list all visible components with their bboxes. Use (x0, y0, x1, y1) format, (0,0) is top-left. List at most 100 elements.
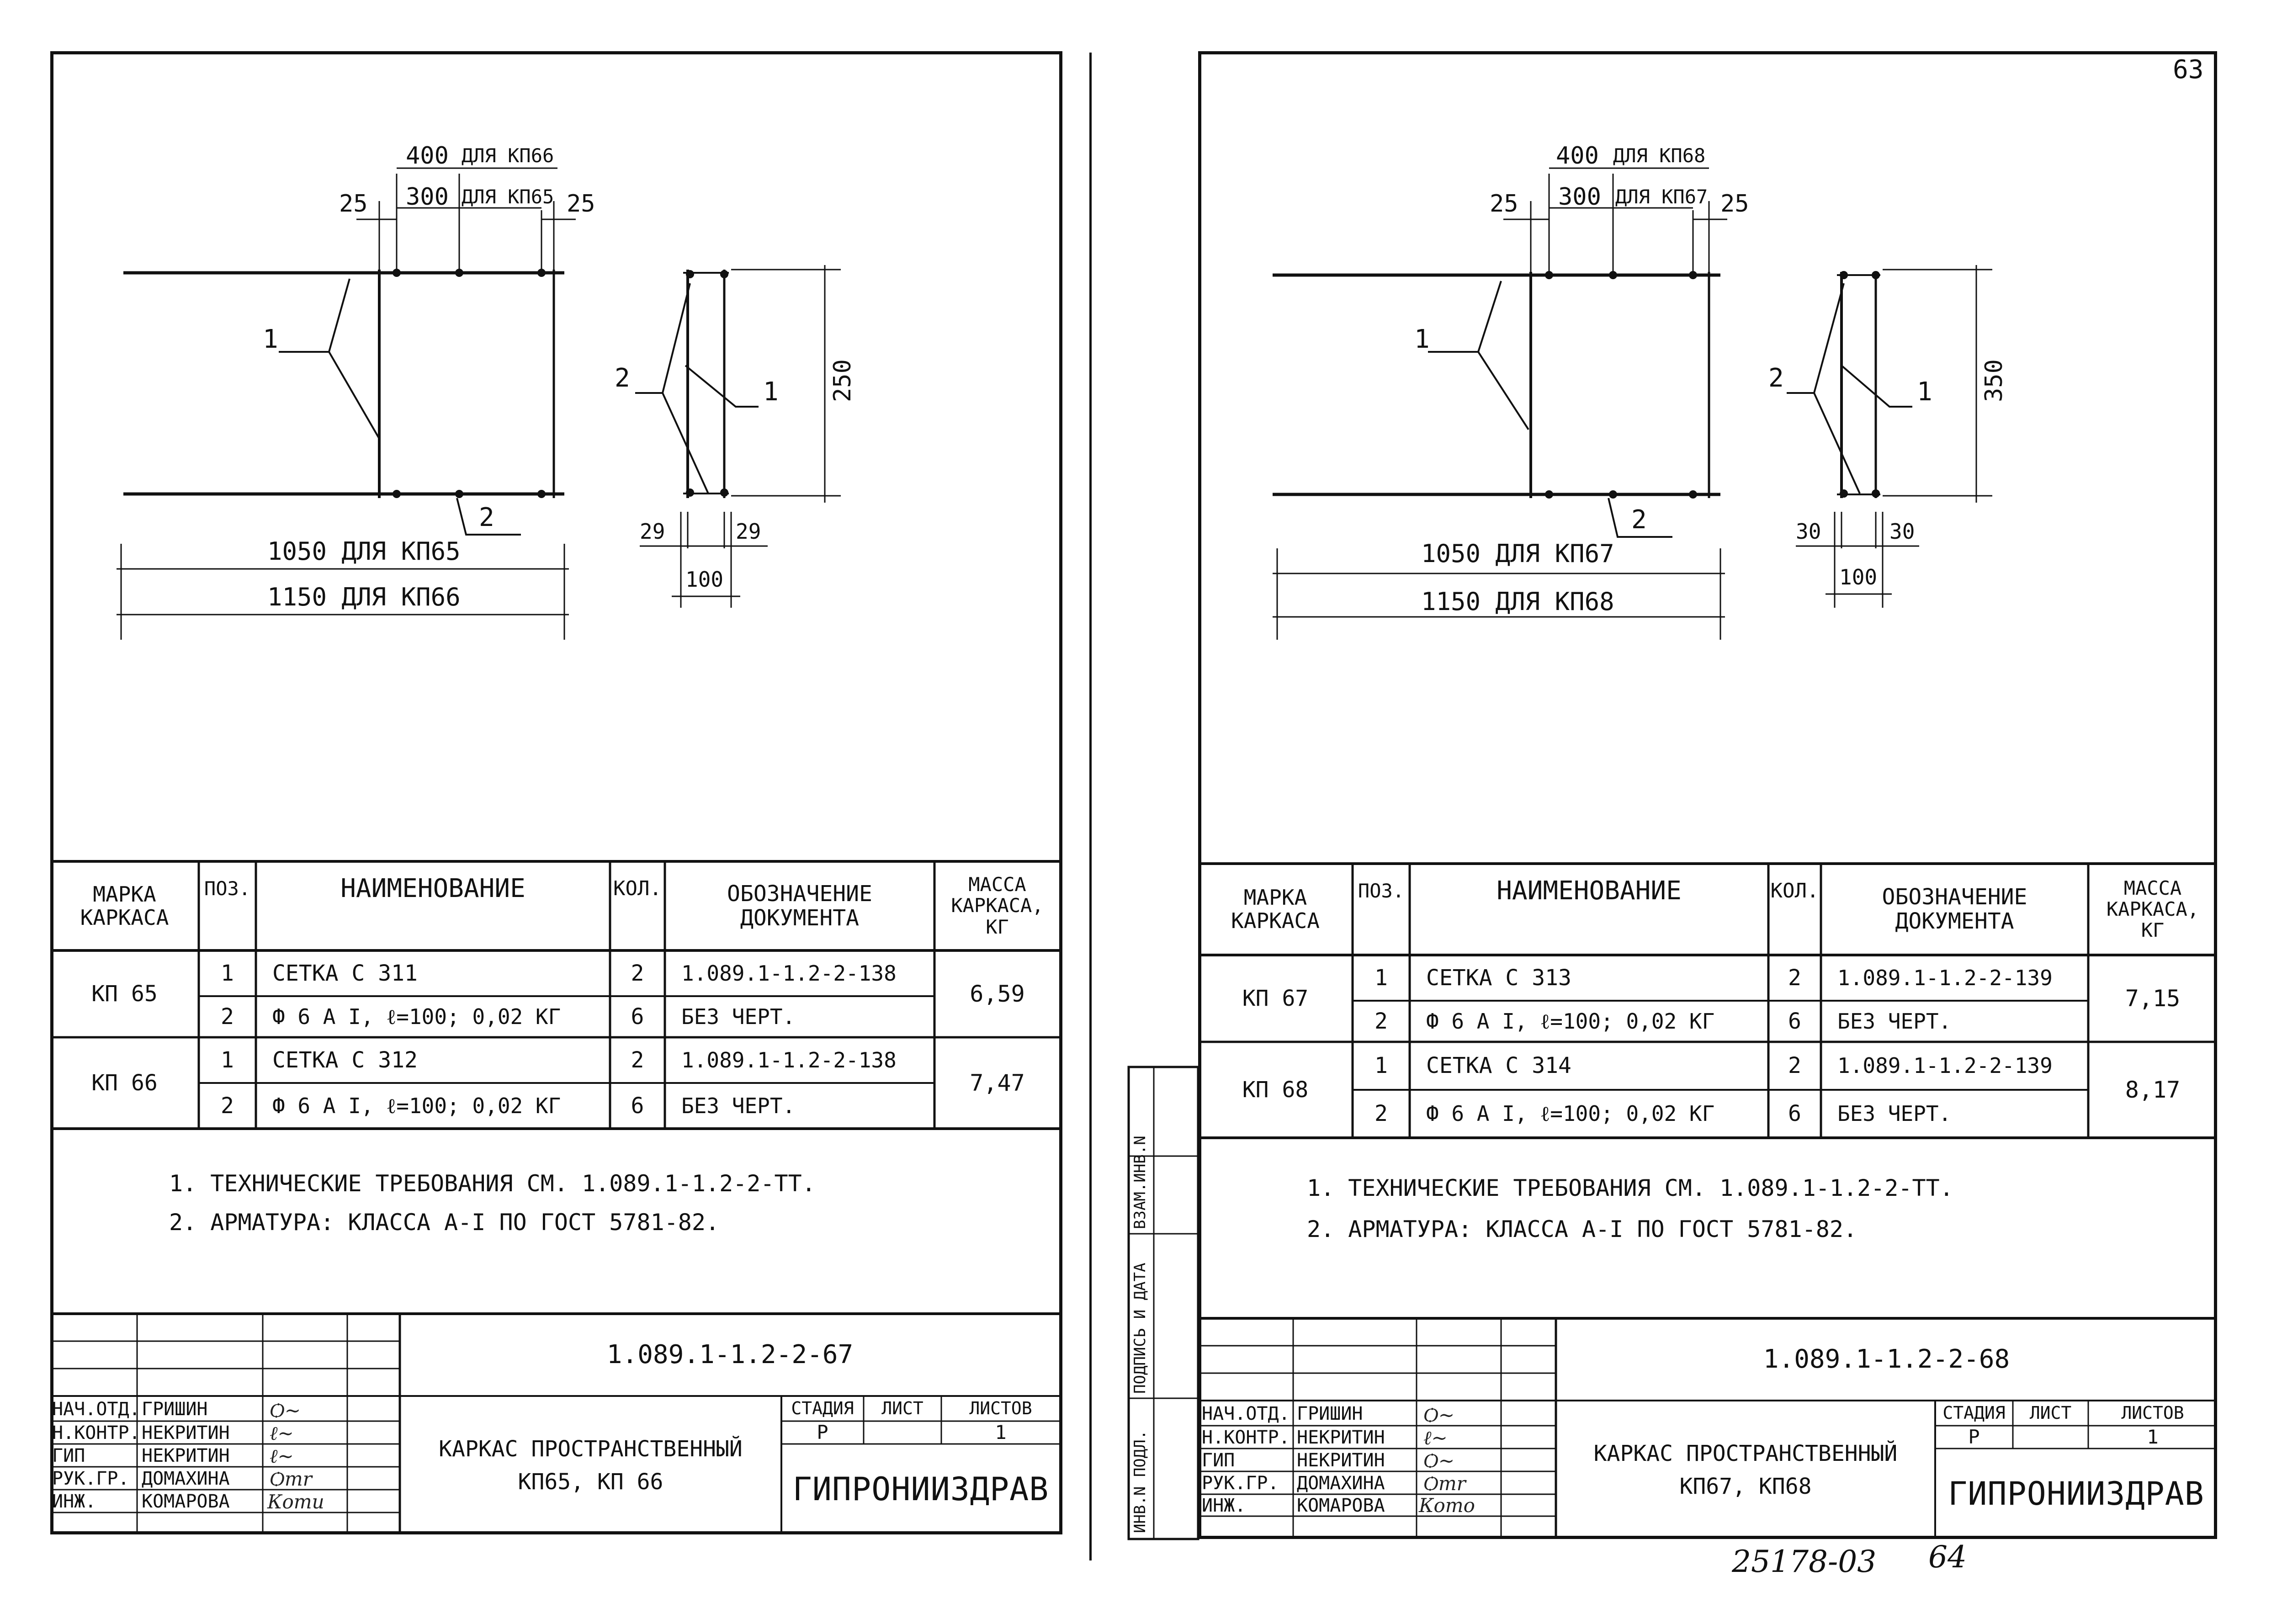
dim-side-right: 29 (736, 519, 761, 544)
spec-mark: КП 66 (91, 1070, 158, 1096)
tb-stage: Р (817, 1421, 828, 1444)
tb-signature: Ѻ~ (1423, 1404, 1455, 1426)
spec-name: Ф 6 A I, ℓ=100; 0,02 КГ (272, 1093, 561, 1118)
tb-signature: Кomo (1419, 1494, 1475, 1517)
spec-name: СЕТКА С 312 (272, 1047, 418, 1073)
side-stamp-signature: ПОДПИСЬ И ДАТА (1131, 1263, 1149, 1394)
tb-name: ДОМАХИНА (1297, 1473, 1385, 1494)
tb-role: ГИП (52, 1445, 85, 1466)
tb-name: ГРИШИН (142, 1399, 208, 1420)
spec-header-qty: КОЛ. (613, 876, 662, 900)
tb-role: Н.КОНТР. (52, 1422, 140, 1444)
page-number: 63 (2173, 55, 2204, 85)
spec-name: Ф 6 A I, ℓ=100; 0,02 КГ (1426, 1008, 1715, 1034)
archive-page: 64 (1928, 1539, 1967, 1575)
tb-name: КОМАРОВА (1297, 1495, 1385, 1516)
tb-sheet (2013, 1426, 2088, 1449)
spec-name: Ф 6 A I, ℓ=100; 0,02 КГ (1426, 1101, 1715, 1126)
spec-header-doc: ОБОЗНАЧЕНИЕ ДОКУМЕНТА (727, 881, 872, 931)
spec-name: Ф 6 A I, ℓ=100; 0,02 КГ (272, 1004, 561, 1029)
spec-header-name: НАИМЕНОВАНИЕ (340, 874, 525, 904)
note-2: 2. АРМАТУРА: КЛАССА А-I ПО ГОСТ 5781-82. (169, 1209, 720, 1236)
dim-400: 400 (1556, 142, 1599, 170)
spec-name: СЕТКА С 311 (272, 960, 418, 986)
spec-header-mark: МАРКА КАРКАСА (80, 881, 169, 930)
spec-mark: КП 67 (1242, 985, 1309, 1011)
dim-300: 300 (1558, 183, 1601, 211)
spec-qty: 2 (1788, 1053, 1801, 1079)
spec-doc: 1.089.1-1.2-2-138 (681, 1047, 897, 1072)
tb-stage-label: СТАДИЯ (791, 1398, 854, 1418)
spec-mark: КП 68 (1242, 1077, 1309, 1103)
spec-pos: 1 (221, 1047, 234, 1073)
dim-400-note: ДЛЯ КП66 (462, 144, 554, 167)
spec-header-pos: ПОЗ. (1358, 879, 1405, 902)
tb-role: ИНЖ. (1202, 1495, 1246, 1516)
spec-header-mass: МАССА КАРКАСА, КГ (2106, 876, 2199, 942)
tb-role: Н.КОНТР. (1202, 1427, 1290, 1448)
tb-sheet-label: ЛИСТ (881, 1398, 923, 1418)
pos-label-2: 2 (479, 503, 494, 532)
spec-header-qty: КОЛ. (1770, 879, 1819, 902)
dim-side-right: 30 (1889, 519, 1915, 544)
spec-doc: 1.089.1-1.2-2-139 (1837, 1053, 2053, 1078)
right-sheet (1198, 51, 2217, 1539)
tb-stage: Р (1968, 1425, 1980, 1448)
spec-pos: 1 (1375, 1053, 1388, 1079)
dim-depth: 100 (1839, 565, 1878, 589)
spec-header-mark: МАРКА КАРКАСА (1231, 885, 1320, 933)
tb-signature: Ѻmr (270, 1468, 312, 1490)
note-2: 2. АРМАТУРА: КЛАССА А-I ПО ГОСТ 5781-82. (1307, 1216, 1857, 1242)
spec-mass: 7,47 (970, 1069, 1025, 1096)
dim-400-note: ДЛЯ КП68 (1613, 144, 1706, 167)
spec-qty: 6 (631, 1093, 644, 1119)
tb-title: КАРКАС ПРОСТРАНСТВЕННЫЙ КП65, КП 66 (439, 1436, 743, 1495)
dim-25-left: 25 (339, 190, 368, 218)
tb-role: ИНЖ. (52, 1491, 96, 1512)
spec-doc: 1.089.1-1.2-2-139 (1837, 965, 2053, 990)
tb-role: ГИП (1202, 1450, 1235, 1471)
spec-pos: 2 (221, 1093, 234, 1119)
tb-sheets: 1 (2147, 1425, 2159, 1448)
side-stamp-replace: ВЗАМ.ИНВ.N (1131, 1136, 1149, 1229)
tb-sheets-label: ЛИСТОВ (2121, 1402, 2184, 1423)
dim-length-1150: 1150 ДЛЯ КП66 (267, 583, 461, 611)
dim-height: 250 (829, 359, 856, 402)
tb-org: ГИПРОНИИЗДРАВ (792, 1470, 1049, 1508)
section-pos-2: 2 (615, 363, 630, 393)
tb-role: РУК.ГР. (52, 1468, 129, 1489)
tb-sheet (864, 1421, 941, 1444)
section-pos-1: 1 (1917, 377, 1932, 407)
dim-300-note: ДЛЯ КП67 (1615, 186, 1708, 208)
spec-doc: БЕЗ ЧЕРТ. (681, 1093, 796, 1118)
doc-code: 1.089.1-1.2-2-67 (606, 1340, 854, 1370)
tb-signature: ℓ~ (270, 1445, 294, 1467)
spec-pos: 1 (221, 960, 234, 986)
sheet-separator (1089, 53, 1092, 1560)
spec-pos: 2 (221, 1003, 234, 1030)
spec-header-pos: ПОЗ. (204, 877, 251, 900)
spec-pos: 2 (1375, 1008, 1388, 1034)
tb-name: НЕКРИТИН (142, 1445, 230, 1466)
tb-signature: ℓ~ (270, 1422, 294, 1444)
spec-qty: 2 (631, 960, 644, 986)
spec-header-mass: МАССА КАРКАСА, КГ (951, 873, 1044, 938)
spec-qty: 6 (631, 1003, 644, 1030)
dim-300-note: ДЛЯ КП65 (462, 186, 554, 208)
tb-signature: ℓ~ (1423, 1427, 1448, 1449)
archive-number: 25178-03 (1732, 1544, 1877, 1579)
tb-sheets-label: ЛИСТОВ (969, 1398, 1032, 1418)
spec-doc: 1.089.1-1.2-2-138 (681, 961, 897, 986)
tb-stage-label: СТАДИЯ (1942, 1402, 2006, 1423)
spec-name: СЕТКА С 314 (1426, 1053, 1571, 1079)
tb-sheet-label: ЛИСТ (2029, 1402, 2072, 1423)
dim-400: 400 (406, 142, 449, 170)
dim-side-left: 29 (640, 519, 665, 544)
tb-name: НЕКРИТИН (1297, 1427, 1385, 1448)
left-sheet (50, 51, 1062, 1534)
tb-org: ГИПРОНИИЗДРАВ (1948, 1475, 2204, 1513)
tb-title: КАРКАС ПРОСТРАНСТВЕННЫЙ КП67, КП68 (1593, 1440, 1898, 1499)
tb-role: НАЧ.ОТД. (1202, 1403, 1290, 1424)
spec-mass: 6,59 (970, 980, 1025, 1007)
section-pos-2: 2 (1768, 363, 1784, 393)
